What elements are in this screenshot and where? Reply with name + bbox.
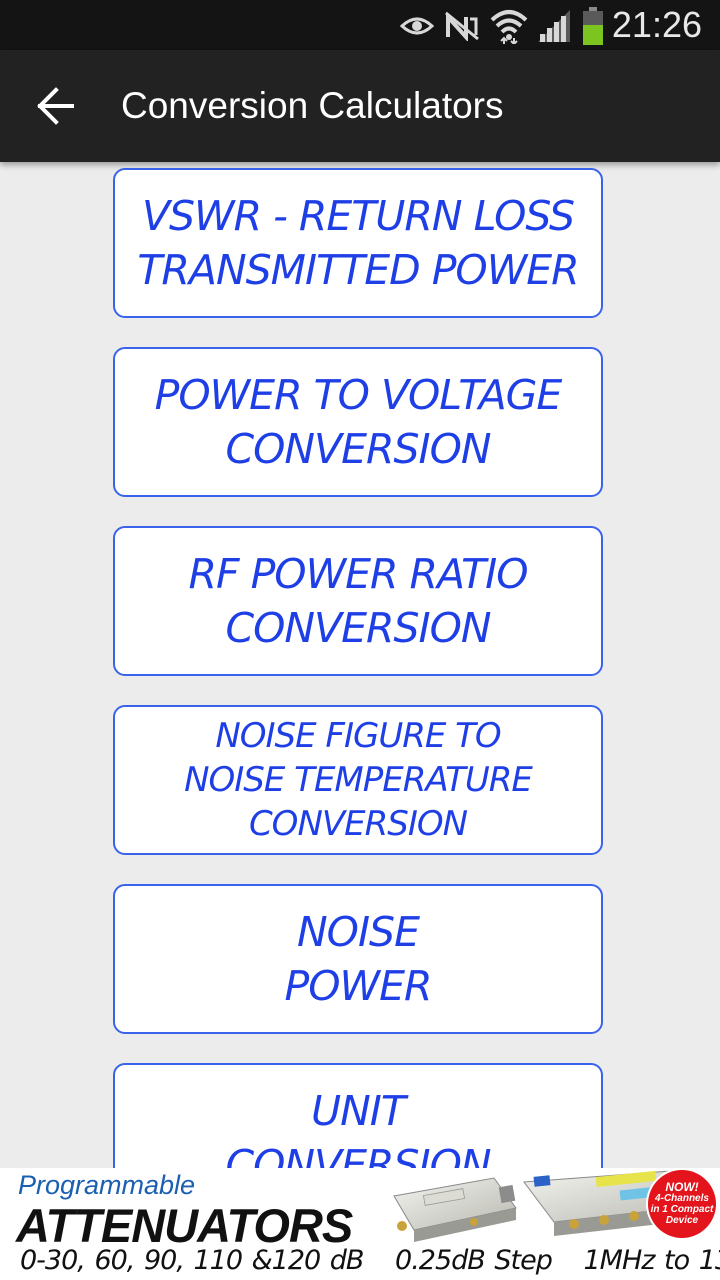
ad-banner[interactable]: Programmable ATTENUATORS 0-30, 60, 90, 1… [0, 1168, 720, 1280]
badge-line: in 1 Compact [650, 1204, 714, 1215]
page-title: Conversion Calculators [121, 85, 504, 126]
button-label-line: CONVERSION [225, 1141, 491, 1168]
wifi-icon [490, 10, 528, 44]
badge-line: NOW! [665, 1180, 699, 1194]
ad-badge: NOW! 4-Channels in 1 Compact Device [648, 1170, 716, 1238]
button-label-line: CONVERSION [248, 804, 468, 844]
ad-spec-step: 0.25dB Step [395, 1245, 553, 1276]
clock: 21:26 [611, 4, 702, 45]
button-label-line: NOISE FIGURE TO [215, 716, 501, 756]
signal-icon [538, 10, 570, 42]
ad-specs: 0-30, 60, 90, 110 &120 dB 0.25dB Step 1M… [20, 1245, 720, 1276]
button-label-line: UNIT [311, 1087, 406, 1135]
no-sim-icon [445, 11, 479, 41]
ad-spec-range: 0-30, 60, 90, 110 &120 dB [20, 1245, 364, 1276]
button-label-line: CONVERSION [225, 604, 491, 652]
button-label-line: POWER [284, 962, 433, 1010]
battery-icon [583, 7, 603, 45]
button-label-line: VSWR - RETURN LOSS [141, 192, 575, 240]
status-icons [400, 7, 604, 45]
unit-conversion-button[interactable]: UNIT CONVERSION [113, 1063, 603, 1168]
button-label-line: TRANSMITTED POWER [137, 246, 579, 294]
button-label-line: POWER TO VOLTAGE [154, 371, 563, 419]
button-label-line: CONVERSION [225, 425, 491, 473]
app-bar: Conversion Calculators [0, 50, 720, 162]
arrow-left-icon[interactable] [36, 86, 76, 126]
rf-power-ratio-button[interactable]: RF POWER RATIO CONVERSION [113, 526, 603, 676]
noise-power-button[interactable]: NOISE POWER [113, 884, 603, 1034]
badge-line: Device [665, 1215, 699, 1226]
button-label-line: RF POWER RATIO [188, 550, 528, 598]
badge-line: 4-Channels [655, 1193, 709, 1204]
ad-spec-frequency: 1MHz to 13GHz [583, 1245, 720, 1276]
vswr-return-loss-button[interactable]: VSWR - RETURN LOSS TRANSMITTED POWER [113, 168, 603, 318]
status-bar: 21:26 [0, 0, 720, 50]
button-label-line: NOISE [297, 908, 420, 956]
button-label-line: NOISE TEMPERATURE [184, 760, 533, 800]
ad-kicker: Programmable [18, 1170, 196, 1200]
ad-headline: ATTENUATORS [16, 1199, 353, 1252]
calculator-list[interactable]: VSWR - RETURN LOSS TRANSMITTED POWER POW… [0, 162, 720, 1168]
noise-figure-temperature-button[interactable]: NOISE FIGURE TO NOISE TEMPERATURE CONVER… [113, 705, 603, 855]
power-to-voltage-button[interactable]: POWER TO VOLTAGE CONVERSION [113, 347, 603, 497]
eye-icon [400, 17, 434, 35]
